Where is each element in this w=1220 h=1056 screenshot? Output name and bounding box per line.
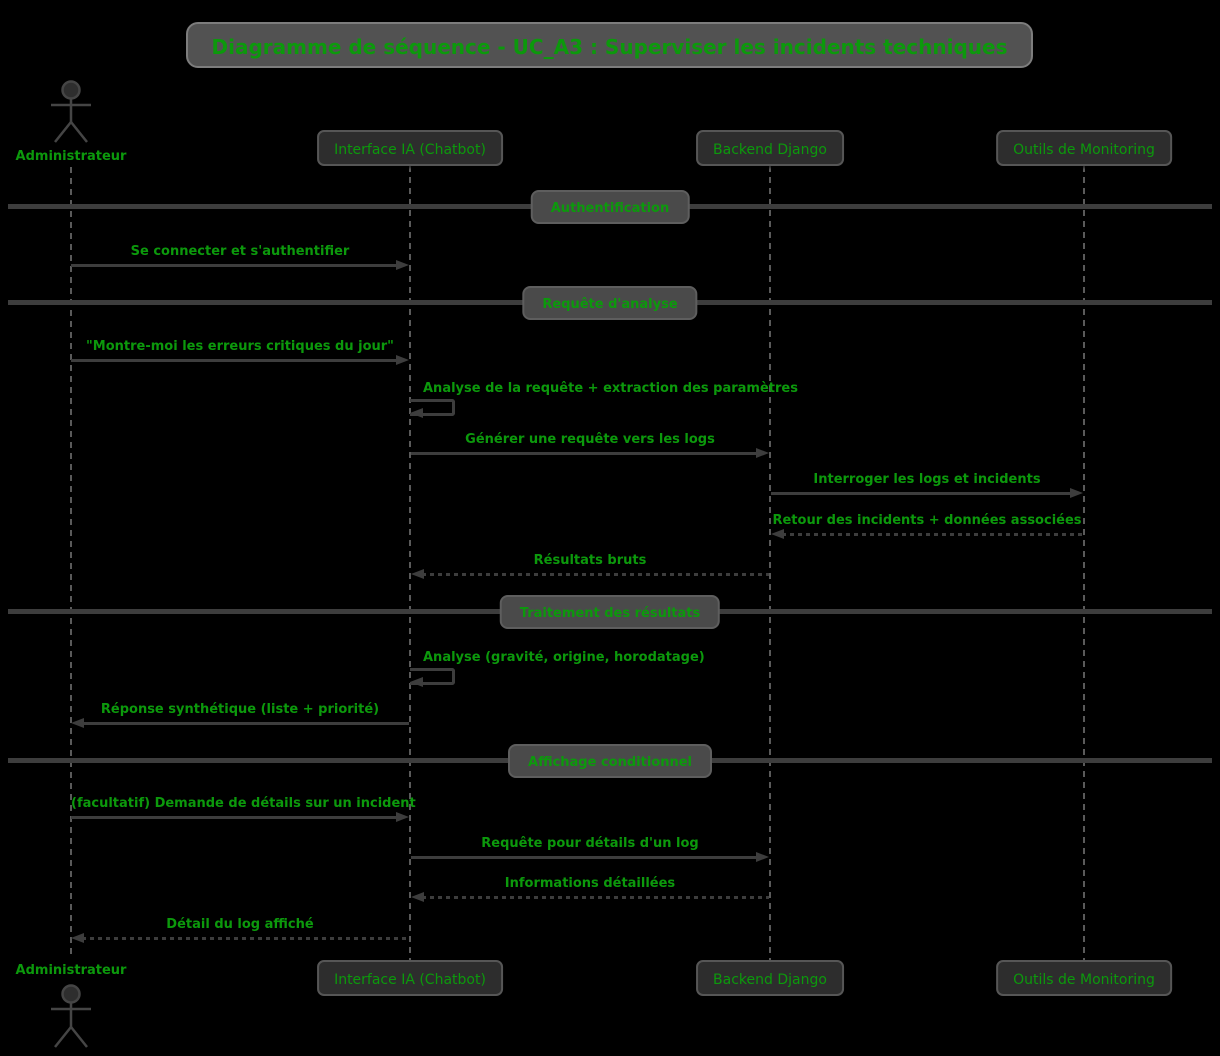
arrowhead-right-icon [396,812,409,822]
divider-affichage-conditionnel: Affichage conditionnel [508,744,712,778]
message-label: "Montre-moi les erreurs critiques du jou… [86,339,394,354]
arrowhead-right-icon [396,355,409,365]
message-label: Réponse synthétique (liste + priorité) [100,702,380,717]
actor-icon [51,80,91,143]
message-label: Se connecter et s'authentifier [130,244,350,259]
message-label: Analyse de la requête + extraction des p… [423,381,798,396]
message-label: (facultatif) Demande de détails sur un i… [71,796,416,811]
participant-chatbot-top: Interface IA (Chatbot) [317,130,503,166]
message-arrow [71,812,409,823]
arrowhead-left-icon [411,569,424,579]
arrowhead-left-icon [771,529,784,539]
arrowhead-left-icon [411,892,424,902]
message-label: Informations détaillées [504,876,676,891]
divider-authentification: Authentification [530,190,690,224]
divider-requete-analyse: Requête d'analyse [522,286,698,320]
lifeline-backend [769,166,771,960]
self-message-arrow [410,668,460,690]
message-label: Générer une requête vers les logs [465,432,715,447]
message-label: Retour des incidents + données associées [772,513,1082,528]
lifeline-administrateur [70,167,72,958]
participant-monitoring-bottom: Outils de Monitoring [996,960,1172,996]
actor-icon [51,984,91,1048]
message-arrow [71,260,409,271]
message-label: Interroger les logs et incidents [813,472,1041,487]
message-label: Détail du log affiché [166,917,314,932]
participant-chatbot-bottom: Interface IA (Chatbot) [317,960,503,996]
lifeline-monitoring [1083,166,1085,960]
message-arrow [771,529,1083,540]
arrowhead-left-icon [71,933,84,943]
arrowhead-right-icon [1070,488,1083,498]
message-arrow [771,488,1083,499]
message-arrow [411,569,769,580]
arrowhead-right-icon [396,260,409,270]
actor-label-bottom: Administrateur [15,963,127,978]
message-arrow [411,852,769,863]
participant-monitoring-top: Outils de Monitoring [996,130,1172,166]
participant-backend-top: Backend Django [696,130,844,166]
divider-traitement-resultats: Traitement des résultats [499,595,721,629]
diagram-title: Diagramme de séquence - UC_A3 : Supervis… [186,22,1033,68]
participant-backend-bottom: Backend Django [696,960,844,996]
message-arrow [411,448,769,459]
message-label: Analyse (gravité, origine, horodatage) [423,650,705,665]
arrowhead-left-icon [410,677,423,687]
arrowhead-right-icon [756,852,769,862]
message-arrow [71,718,409,729]
lifeline-chatbot [409,166,411,960]
arrowhead-right-icon [756,448,769,458]
actor-label-top: Administrateur [15,149,127,164]
message-arrow [411,892,769,903]
message-label: Résultats bruts [533,553,647,568]
message-label: Requête pour détails d'un log [481,836,699,851]
arrowhead-left-icon [410,408,423,418]
message-arrow [71,933,409,944]
self-message-arrow [410,399,460,421]
arrowhead-left-icon [71,718,84,728]
message-arrow [71,355,409,366]
